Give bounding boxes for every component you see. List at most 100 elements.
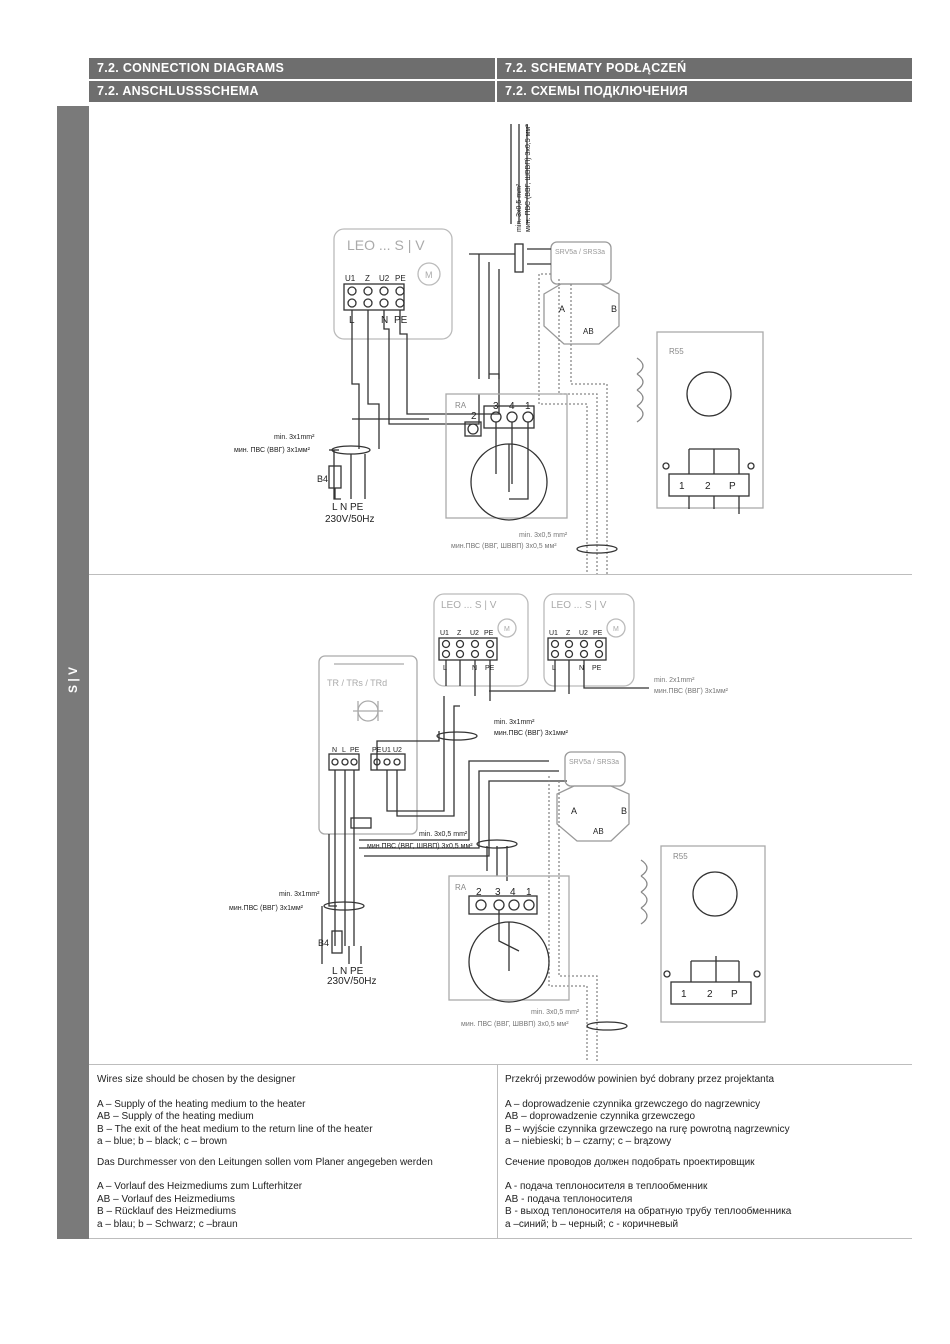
tr-terminal-pe2: PE	[372, 747, 382, 754]
valve-ab: AB	[583, 327, 594, 336]
valve-ab-2: AB	[593, 827, 604, 836]
srv-actuator-2	[564, 751, 626, 787]
note-ru-line: A - подача теплоносителя в теплообменник	[505, 1181, 708, 1192]
terminal-pe-2b: PE	[593, 630, 603, 637]
b4-fuse-2	[331, 930, 343, 954]
valve-body-2	[556, 785, 630, 842]
tr-unit	[318, 655, 418, 835]
supply-terminals: L N PE	[332, 502, 364, 513]
terminal-u1-2b: U1	[549, 630, 558, 637]
r55-dial-2	[692, 871, 738, 917]
terminal-z-2b: Z	[566, 630, 571, 637]
r55-terminal-2-2: 2	[707, 989, 713, 1000]
power-cable-label-ru-2: мин.ПВС (ВВГ) 3x1мм²	[229, 905, 304, 912]
terminal-pe-bottom-2b: PE	[592, 665, 602, 672]
ra-label-2: RA	[455, 883, 467, 892]
note-en-line: AB – Supply of the heating medium	[97, 1111, 254, 1122]
valve-b-2: B	[621, 806, 627, 816]
b4-fuse	[328, 465, 342, 489]
note-pl-line: a – niebieski; b – czarny; c – brązowy	[505, 1136, 672, 1147]
terminal-n-2a: N	[472, 665, 477, 672]
power-cable-label: min. 3x1mm²	[274, 434, 315, 441]
r55-terminal-2: 2	[705, 481, 711, 492]
terminal-pe-2a: PE	[484, 630, 494, 637]
valve-a: A	[559, 304, 565, 314]
tr-terminal-u1: U1	[382, 747, 391, 754]
leo-terminal-block	[343, 283, 405, 311]
wiring-diagram-1: LEO ... S | V M U1 Z U2 PE L N PE min. 3…	[234, 124, 764, 574]
leo-label-2b: LEO ... S | V	[551, 600, 607, 611]
r55-cable-label-ru: мин.ПВС (ВВГ, ШВВП) 3x0,5 мм²	[451, 543, 557, 550]
supply-voltage: 230V/50Hz	[325, 514, 374, 525]
note-ru-line: AB - подача теплоносителя	[505, 1193, 633, 1205]
note-de-line: AB – Vorlauf des Heizmediums	[97, 1193, 235, 1205]
note-de-intro: Das Durchmesser von den Leitungen sollen…	[97, 1156, 433, 1168]
ra-terminal-1-2: 1	[526, 887, 532, 898]
note-de-line: A – Vorlauf des Heizmediums zum Lufterhi…	[97, 1181, 303, 1192]
notes-right: Przekrój przewodów powinien być dobrany …	[505, 1074, 905, 1231]
terminal-u1-2a: U1	[440, 630, 449, 637]
wiring-diagram-2: LEO ... S | V M LEO ... S | V M U1 Z U2 …	[229, 593, 766, 1062]
terminal-pe-bottom-2a: PE	[485, 665, 495, 672]
note-pl-line: AB – doprowadzenie czynnika grzewczego	[505, 1111, 696, 1122]
valve-b: B	[611, 304, 617, 314]
divider-3	[89, 1238, 912, 1239]
tr-terminal-pe: PE	[350, 747, 360, 754]
leo-cable-label-ru: мин.ПВС (ВВГ) 3x1мм²	[654, 688, 729, 695]
ra-thermostat	[445, 393, 568, 519]
tr-terminal-u2: U2	[393, 747, 402, 754]
leo-cable-label: min. 2x1mm²	[654, 677, 695, 684]
r55-cable-label: min. 3x0,5 mm²	[519, 532, 568, 539]
valve-body	[543, 283, 620, 345]
r55-terminal-block	[668, 473, 750, 497]
r55-terminal-p-2: P	[731, 989, 738, 1000]
leo-unit-2a	[433, 593, 529, 687]
motor-icon	[417, 262, 441, 286]
tr-terminal-l: L	[342, 747, 346, 754]
r55-terminal-1-2: 1	[681, 989, 687, 1000]
terminal-z-2a: Z	[457, 630, 462, 637]
note-en-line: B – The exit of the heat medium to the r…	[97, 1123, 373, 1135]
terminal-u2-2b: U2	[579, 630, 588, 637]
ra-terminal-2-2: 2	[476, 887, 482, 898]
srv-label-2: SRV5a / SRS3a	[569, 759, 619, 766]
note-pl-line: B – wyjście czynnika grzewczego na rurę …	[505, 1123, 790, 1135]
motor-label: M	[425, 270, 433, 280]
cable-top-label-ru: мин. ПВС (ВВГ, ШВВП) 3x0,5 мм²	[525, 124, 532, 232]
terminal-u1: U1	[345, 274, 356, 283]
supply-terminals-2: L N PE	[332, 966, 364, 977]
r55-terminal-1: 1	[679, 481, 685, 492]
terminal-u2: U2	[379, 274, 390, 283]
notes-divider	[497, 1064, 498, 1238]
terminal-n-2b: N	[579, 665, 584, 672]
note-ru-intro: Сечение проводов должен подобрать проект…	[505, 1156, 755, 1168]
leo-label-2a: LEO ... S | V	[441, 600, 497, 611]
tr-cable-label-ru: мин.ПВС (ВВГ) 3x1мм²	[494, 730, 569, 737]
ra-terminal-block	[483, 405, 535, 429]
leo-unit-1	[333, 228, 453, 340]
motor-label-2b: M	[613, 626, 619, 633]
srv-label: SRV5a / SRS3a	[555, 249, 605, 256]
note-pl-intro: Przekrój przewodów powinien być dobrany …	[505, 1074, 775, 1085]
note-de-line: a – blau; b – Schwarz; c –braun	[97, 1218, 238, 1230]
r55-terminal-p: P	[729, 481, 736, 492]
note-ru-line: B - выход теплоносителя на обратную труб…	[505, 1206, 792, 1217]
b4-label: B4	[317, 474, 328, 484]
note-ru-line: a –синий; b – черный; c - коричневый	[505, 1218, 679, 1230]
leo-label: LEO ... S | V	[347, 237, 425, 253]
terminal-pe-bottom: PE	[394, 315, 408, 326]
b4-label-2: B4	[318, 938, 329, 948]
note-pl-line: A – doprowadzenie czynnika grzewczego do…	[505, 1098, 761, 1110]
cable-gland-1	[514, 243, 524, 273]
tr-label: TR / TRs / TRd	[327, 678, 387, 688]
sidebar-band	[57, 106, 89, 1239]
terminal-l-2a: L	[443, 665, 447, 672]
supply-voltage-2: 230V/50Hz	[327, 976, 376, 987]
motor-label-2a: M	[504, 626, 510, 633]
ctrl-cable-label: min. 3x0,5 mm²	[419, 831, 468, 838]
power-cable-label-ru: мин. ПВС (ВВГ) 3x1мм²	[234, 447, 311, 454]
terminal-n: N	[381, 315, 388, 326]
terminal-u2-2a: U2	[470, 630, 479, 637]
power-cable-label-2: min. 3x1mm²	[279, 891, 320, 898]
ra-terminal-4-2: 4	[510, 887, 516, 898]
